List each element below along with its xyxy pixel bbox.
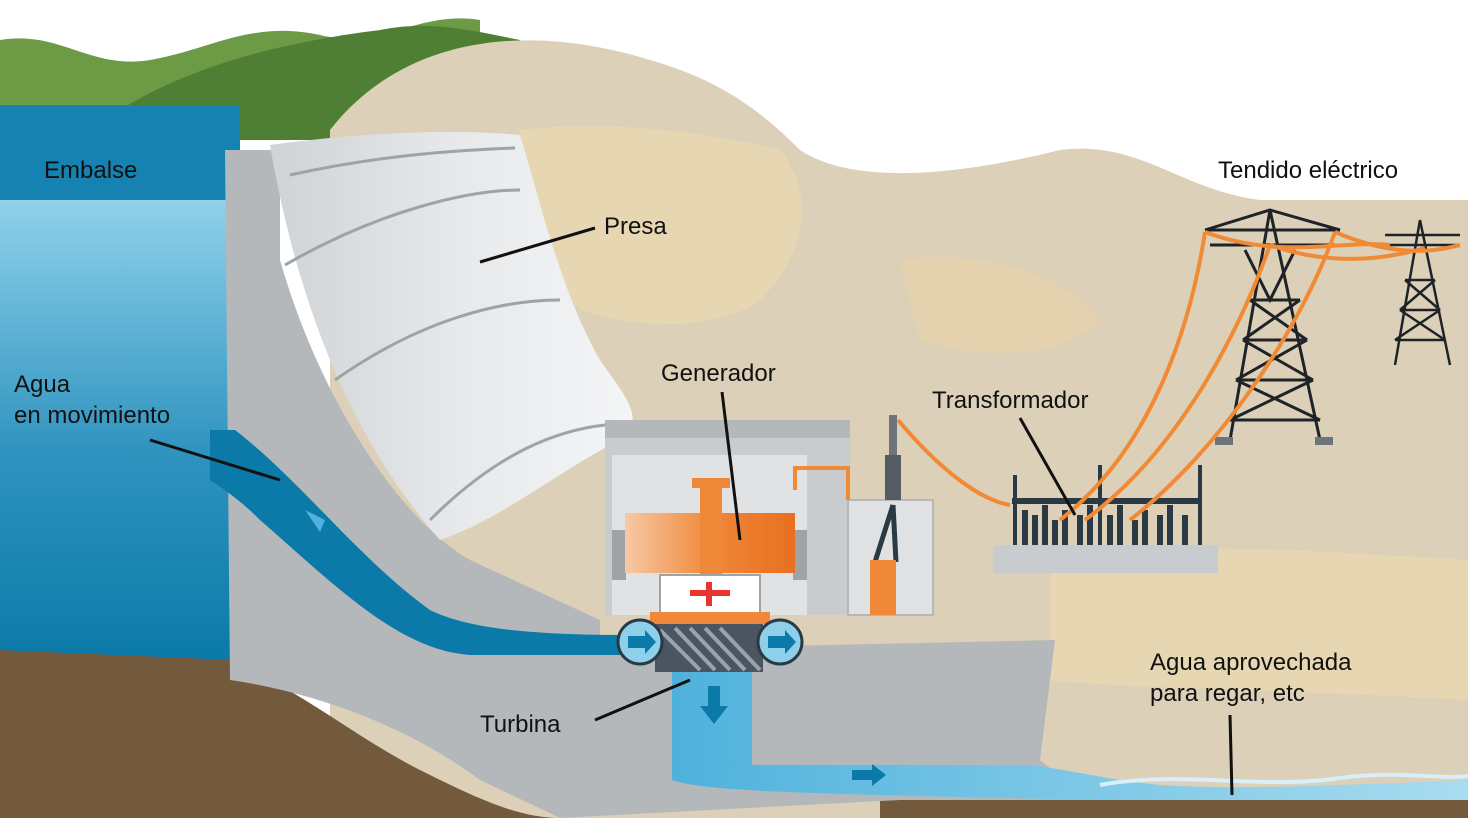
label-moving-water-line2: en movimiento — [14, 402, 171, 429]
generator-bracket — [793, 530, 807, 580]
label-reservoir: Embalse — [44, 157, 138, 184]
rock-face-2 — [900, 257, 1100, 354]
transformer-fins — [1022, 505, 1188, 545]
outflow-channel — [672, 672, 1468, 800]
turbine-shaft-mark — [706, 582, 712, 606]
label-turbine: Turbina — [480, 711, 561, 738]
rock-face — [520, 126, 802, 324]
dam-arch-line — [428, 423, 606, 522]
generator-bracket — [612, 530, 626, 580]
flow-arrow — [768, 630, 796, 654]
tower-foot — [1315, 437, 1333, 445]
label-used-water-line2: para regar, etc — [1150, 680, 1305, 707]
ground-right — [880, 797, 1468, 818]
dam-concrete — [225, 150, 1090, 818]
generator-shaft — [700, 480, 722, 575]
turbine-top-plate — [650, 612, 770, 624]
insulator — [885, 455, 901, 500]
label-transformer: Transformador — [932, 387, 1089, 414]
ground-left — [0, 650, 560, 818]
dam-face — [270, 132, 633, 540]
tower-foot — [1215, 437, 1233, 445]
insulator — [889, 415, 897, 455]
label-dam: Presa — [604, 213, 667, 240]
dam-arch-line — [334, 298, 561, 382]
leader-lines — [149, 226, 1234, 796]
flow-arrow — [628, 630, 656, 654]
dam-arch-line — [289, 146, 516, 177]
rock-face-3 — [1050, 548, 1468, 700]
turbine-blades — [658, 626, 762, 672]
reservoir-water — [0, 200, 230, 660]
flow-arrow — [872, 764, 886, 786]
flow-arrow — [852, 770, 874, 780]
power-cables — [793, 230, 1461, 522]
label-moving-water-line1: Agua — [14, 371, 71, 398]
label-power-line: Tendido eléctrico — [1218, 157, 1399, 184]
label-used-water-line1: Agua aprovechada — [1150, 649, 1352, 676]
flow-arrow — [305, 510, 325, 532]
penstock — [210, 430, 630, 655]
label-generator: Generador — [661, 360, 776, 387]
flow-arrow — [700, 706, 728, 724]
substation-base — [993, 545, 1218, 573]
water-ripple — [1099, 772, 1468, 787]
cable — [872, 504, 899, 563]
substation-posts — [1013, 465, 1202, 545]
transformer-core — [870, 560, 896, 615]
power-tower-small — [1385, 219, 1460, 366]
dam-arch-line — [284, 188, 521, 267]
generator-shaft-cap — [692, 478, 730, 488]
reservoir-surface — [0, 105, 240, 205]
flow-arrow — [708, 686, 720, 708]
